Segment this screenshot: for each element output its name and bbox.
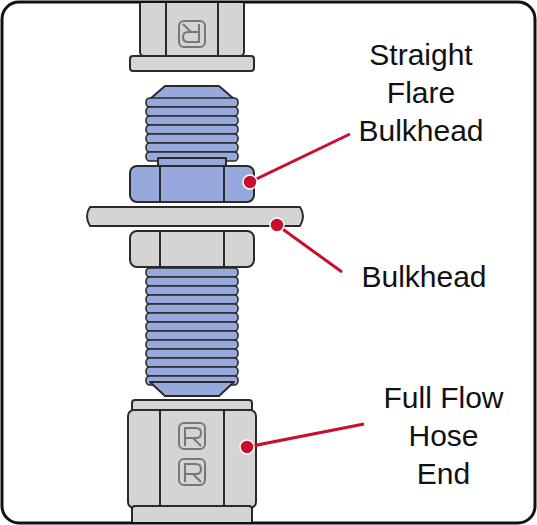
leader-dot [240,440,254,454]
leader-line [247,424,364,447]
logo [179,459,205,485]
thread-ridge [146,367,238,376]
thread-ridge [146,358,238,367]
thread-ridge [146,331,238,340]
thread-ridge [146,349,238,358]
thread-ridge [146,313,238,322]
logo [179,21,205,47]
thread-ridge [146,277,238,286]
thread-ridge [146,268,238,277]
bulkhead-nut [130,231,254,267]
thread-ridge [146,125,238,134]
top-hose-end [130,3,254,71]
thread-ridge [146,107,238,116]
part-label: Straight Flare Bulkhead [355,36,487,150]
thread-ridge [146,322,238,331]
straight-flare-bulkhead-fitting [130,86,254,396]
thread-ridge [146,340,238,349]
leader-line [277,225,342,272]
leader-dot [270,218,284,232]
thread-ridge [146,143,238,152]
thread-ridge [146,286,238,295]
thread-ridge [146,295,238,304]
part-label: Full Flow Hose End [380,379,507,493]
leader-dot [243,175,257,189]
thread-ridge [146,304,238,313]
thread-ridge [146,134,238,143]
leader-line [250,134,350,182]
thread-ridge [146,116,238,125]
full-flow-hose-end [128,400,256,522]
thread-ridge [146,98,238,107]
logo [179,423,205,449]
part-label: Bulkhead [358,258,490,296]
